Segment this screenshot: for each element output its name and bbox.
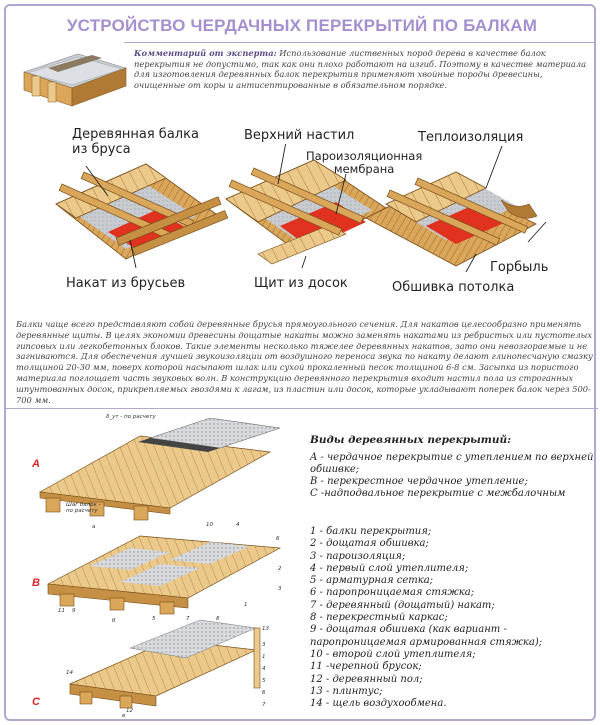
num-c-6: 6 [262, 690, 266, 696]
leader-lines [85, 144, 547, 273]
drawing-ceiling [365, 171, 538, 267]
label-insulation: Теплоизоляция [418, 130, 524, 145]
legend-item: 13 - плинтус; [310, 685, 383, 697]
num-b-9: 9 [72, 608, 76, 614]
legend-item: 10 - второй слой утеплителя; [310, 648, 476, 660]
legend-item: 3 - пароизоляция; [310, 550, 406, 562]
label-gorbyl: Горбыль [490, 260, 549, 275]
page-frame: УСТРОЙСТВО ЧЕРДАЧНЫХ ПЕРЕКРЫТИЙ ПО БАЛКА… [4, 4, 598, 721]
letter-a: A [32, 458, 40, 470]
label-ceiling: Обшивка потолка [392, 280, 515, 295]
type-c: C -надподвальное перекрытие с межбалочны… [310, 488, 566, 499]
label-nakat: Накат из брусьев [66, 276, 186, 291]
legend-item: 8 - перекрестный каркас; [310, 612, 448, 624]
floor-illustrations [55, 144, 547, 273]
num-c-13: 13 [262, 626, 269, 632]
legend-list: 1 - балки перекрытия; 2 - дощатая обшивк… [310, 526, 596, 710]
legend-item: 5 - арматурная сетка; [310, 575, 434, 587]
num-b-3: 3 [278, 586, 282, 592]
legend-item: 4 - первый слой утеплителя; [310, 562, 469, 574]
legend-item: 6 - паропроницаемая стяжка; [310, 587, 475, 599]
drawing-shield [225, 159, 387, 265]
hero-illustration [23, 53, 127, 107]
type-a: A - чердачное перекрытие с утеплением по… [310, 452, 594, 475]
legend-item: 1 - балки перекрытия; [310, 526, 432, 537]
num-b-5: 5 [152, 616, 156, 622]
num-c-5: 5 [262, 678, 266, 684]
letter-b: B [32, 577, 40, 589]
label-shield: Щит из досок [254, 276, 348, 291]
legend-item: 9 - дощатая обшивка (как вариант - пароп… [310, 624, 543, 648]
legend-item: 7 - деревянный (дощатый) накат; [310, 599, 495, 611]
drawing-beam-nakat [55, 163, 229, 260]
letter-c: C [32, 696, 40, 708]
num-c-14: 14 [66, 670, 73, 676]
expert-text: Использование лиственных пород дерева в … [134, 48, 587, 90]
num-b-4: 4 [236, 522, 240, 528]
page-title: УСТРОЙСТВО ЧЕРДАЧНЫХ ПЕРЕКРЫТИЙ ПО БАЛКА… [66, 16, 538, 35]
section-divider [6, 408, 598, 409]
num-b-6: 6 [276, 536, 280, 542]
num-c-1: 1 [262, 654, 266, 660]
expert-comment: Комментарий от эксперта: Использование л… [134, 48, 590, 90]
sub-c: в [122, 713, 126, 719]
legend-item: 14 - щель воздухообмена. [310, 698, 447, 710]
num-c-4: 4 [262, 666, 266, 672]
num-b-11: 11 [58, 608, 65, 614]
num-c-7: 7 [262, 702, 266, 708]
caption-a-top: δ_ут - по расчету [106, 414, 156, 420]
label-vapor-membrane: Пароизоляционная мембрана [306, 149, 423, 176]
num-b-8: 8 [216, 616, 220, 622]
floor-types: Виды деревянных перекрытий: A - чердачно… [310, 434, 596, 500]
expert-label: Комментарий от эксперта: [134, 48, 277, 58]
types-heading: Виды деревянных перекрытий: [310, 434, 512, 446]
drawing-b [46, 535, 282, 615]
legend-item: 12 - деревянный пол; [310, 673, 423, 685]
num-b-7: 7 [186, 616, 190, 622]
num-b-2: 2 [278, 566, 282, 572]
legend-item: 2 - дощатая обшивка; [310, 538, 429, 550]
label-beam: Деревянная балка из бруса [72, 127, 199, 157]
num-c-3: 3 [262, 642, 266, 648]
num-b-10: 10 [206, 522, 213, 528]
num-c-12: 12 [126, 708, 133, 714]
num-b-1: 1 [244, 602, 248, 608]
body-text: Балки чаще всего представляют собой дере… [16, 319, 593, 405]
type-b: B - перекрестное чердачное утепление; [310, 476, 528, 487]
sub-b: б [112, 618, 116, 624]
caption-a-step: Шаг балок - по расчету [66, 502, 101, 514]
drawing-a [38, 417, 281, 521]
legend-item: 11 -черепной брусок; [310, 661, 422, 673]
floor-type-drawings [38, 417, 282, 709]
drawing-c [68, 619, 261, 709]
label-top-floor: Верхний настил [244, 128, 355, 143]
sub-a: а [92, 524, 96, 530]
title-divider [124, 42, 594, 43]
